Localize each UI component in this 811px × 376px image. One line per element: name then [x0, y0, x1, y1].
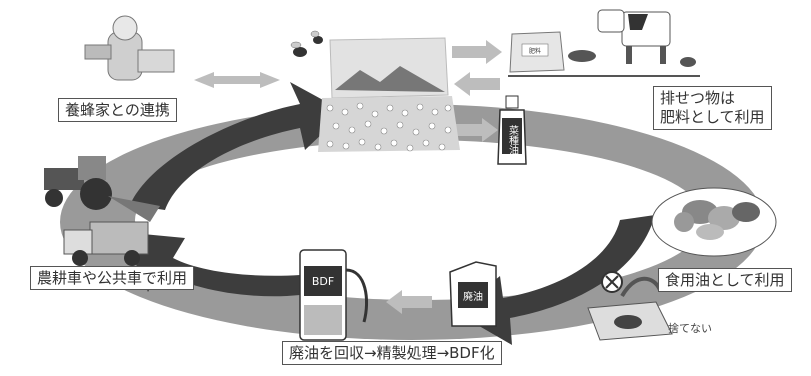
fertilizer-bag-illustration — [509, 31, 565, 73]
arrow-beekeeper-link — [194, 72, 280, 88]
tractor-illustration — [44, 156, 160, 222]
cooking-oil-label: 食用油として利用 — [658, 268, 792, 292]
beekeeper-illustration — [84, 15, 175, 81]
recycle-process-label: 廃油を回収→精製処理→BDF化 — [282, 341, 502, 365]
beekeeper-link-label: 養蜂家との連携 — [58, 98, 177, 122]
cycle-ring-hole — [135, 140, 705, 300]
cycle-arrow-bottom-left — [122, 232, 300, 297]
rapeseed-oil-bottle — [497, 95, 527, 165]
arrow-to-rapeseed-oil — [452, 118, 498, 142]
vehicle-use-label: 農耕車や公共車で利用 — [30, 266, 195, 290]
manure-fertilizer-label: 排せつ物は 肥料として利用 — [653, 86, 772, 130]
cycle-arrow-bottom-right — [455, 215, 655, 345]
waste-oil-container — [449, 261, 497, 327]
arrow-waste-to-bdf — [386, 290, 432, 314]
cow-illustration — [568, 9, 696, 67]
arrow-to-fertilizer — [452, 40, 502, 64]
bdf-label: BDF — [312, 275, 334, 288]
food-plate-illustration — [651, 187, 777, 257]
fertilizer-label: 肥料 — [529, 47, 541, 55]
prohibited-icon — [601, 271, 623, 293]
do-not-dump-label: 捨てない — [668, 322, 712, 335]
rapeseed-oil-label: 菜種油 — [507, 125, 519, 155]
rapeseed-field-illustration — [318, 37, 460, 152]
waste-oil-label: 廃油 — [463, 290, 483, 303]
cycle-arrow-top-left — [130, 82, 345, 210]
arrow-from-manure — [454, 72, 500, 96]
bee-icon — [290, 30, 323, 57]
garbage-truck-illustration — [63, 221, 149, 266]
bdf-pump — [299, 249, 368, 341]
